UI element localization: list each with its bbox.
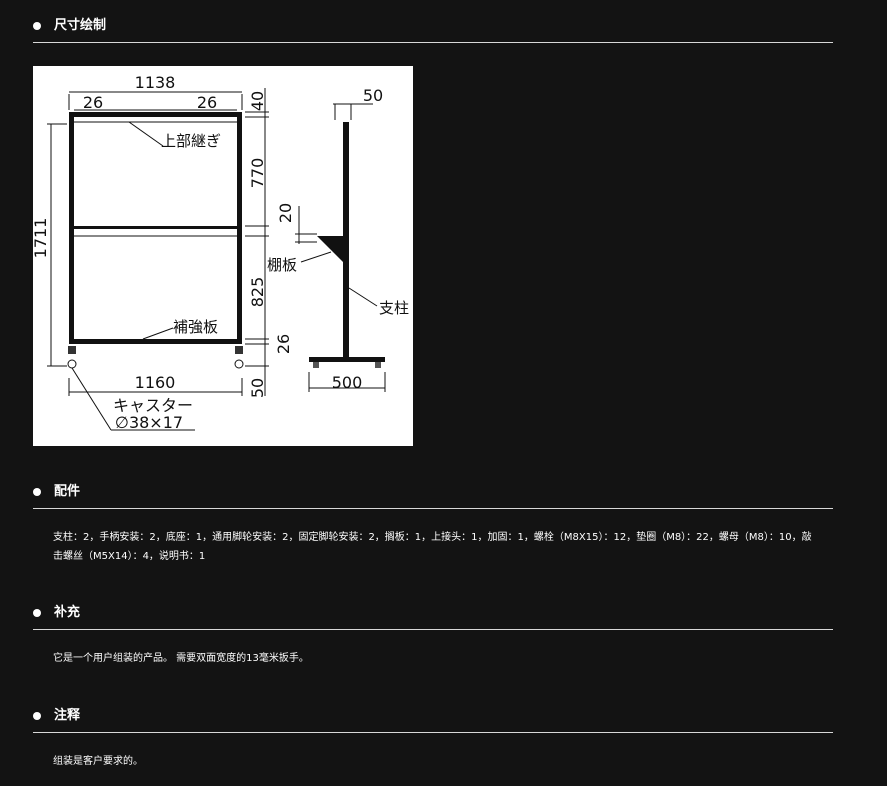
bullet-icon [33, 22, 41, 30]
dim-side-depth: 50 [363, 86, 383, 105]
dim-side-base: 500 [332, 373, 363, 392]
dim-total-width: 1138 [135, 73, 176, 92]
dim-lower: 825 [248, 277, 267, 308]
label-top-joint: 上部継ぎ [161, 132, 221, 150]
accessories-text: 支柱：2，手柄安装：2，底座：1，通用脚轮安装：2，固定脚轮安装：2，搁板：1，… [53, 532, 812, 562]
dim-shelf: 20 [276, 203, 295, 223]
supplement-text: 它是一个用户组装的产品。 需要双面宽度的13毫米扳手。 [53, 653, 309, 664]
dim-caster: 50 [248, 378, 267, 398]
section-title-accessories: 配件 [54, 484, 81, 499]
section-title-dimensions: 尺寸绘制 [54, 18, 107, 33]
dim-left-inset: 26 [83, 93, 103, 112]
dim-upper: 770 [248, 158, 267, 189]
section-header-dimensions: 尺寸绘制 [33, 16, 833, 43]
label-caster: キャスター [113, 396, 193, 415]
section-title-supplement: 补充 [54, 605, 81, 620]
label-caster-size: ∅38×17 [115, 413, 183, 432]
dimension-drawing-svg: 1138 26 26 上部継ぎ 補強板 キャスター ∅38×17 1160 40… [33, 73, 409, 432]
label-post: 支柱 [379, 299, 409, 317]
notes-text: 组装是客户要求的。 [53, 756, 143, 767]
dim-base-width: 1160 [135, 373, 176, 392]
dim-bottom: 26 [274, 334, 293, 354]
dim-right-inset: 26 [197, 93, 217, 112]
dim-top: 40 [248, 91, 267, 111]
section-header-accessories: 配件 [33, 482, 833, 509]
dimension-drawing: 1138 26 26 上部継ぎ 補強板 キャスター ∅38×17 1160 40… [33, 66, 413, 446]
label-shelf: 棚板 [267, 256, 297, 274]
dim-height: 1711 [33, 218, 50, 259]
label-reinforce: 補強板 [173, 318, 218, 336]
bullet-icon [33, 488, 41, 496]
bullet-icon [33, 712, 41, 720]
section-header-notes: 注释 [33, 706, 833, 733]
section-header-supplement: 补充 [33, 603, 833, 630]
bullet-icon [33, 609, 41, 617]
section-title-notes: 注释 [54, 708, 81, 723]
